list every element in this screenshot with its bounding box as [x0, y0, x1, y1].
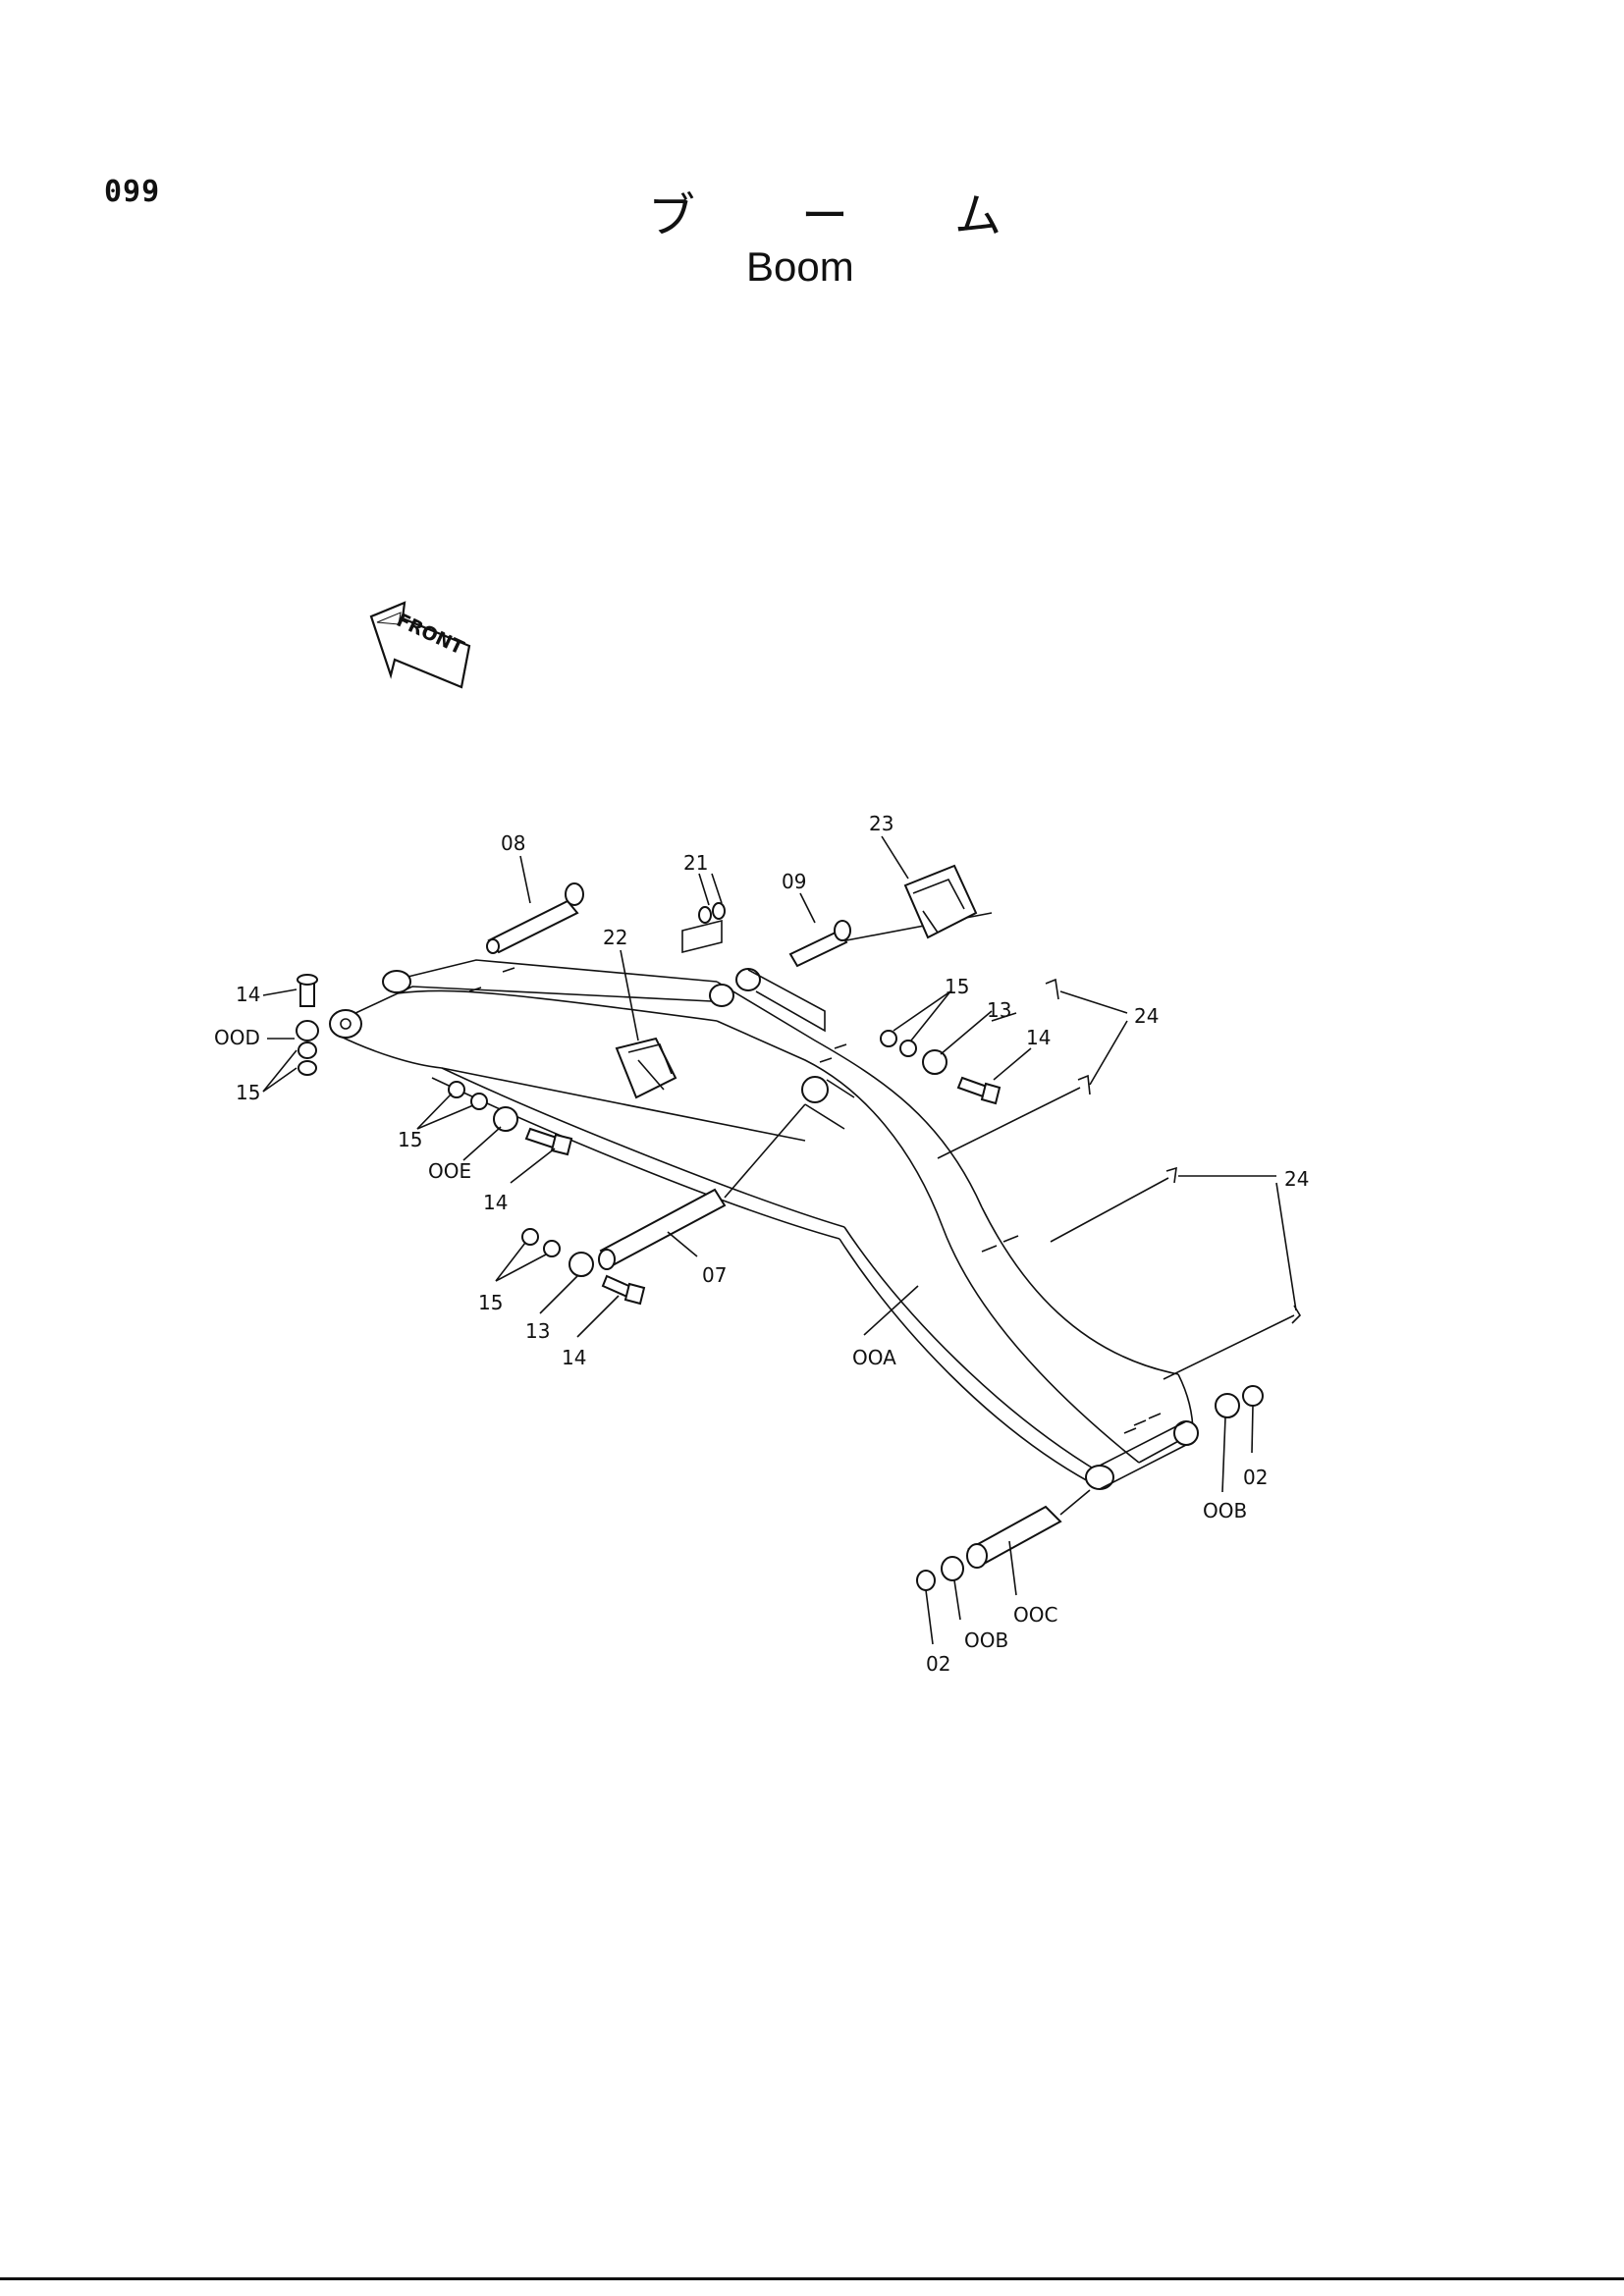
callout-00c: OOC	[1013, 1603, 1057, 1627]
cover-23	[903, 864, 978, 939]
page-title-english: Boom	[746, 243, 854, 290]
callout-labels: 08 21 23 09 22 14 OOD 15 15 13 14 24 15 …	[214, 812, 1309, 1676]
callout-15-right: 15	[945, 975, 969, 998]
callout-21: 21	[683, 851, 708, 875]
callout-13-lower: 13	[525, 1319, 550, 1343]
callout-08: 08	[501, 831, 525, 855]
callout-15-mid: 15	[398, 1128, 422, 1151]
callout-00d: OOD	[214, 1026, 260, 1049]
page-title-japanese: ブ ー ム	[648, 177, 1001, 245]
callout-00e: OOE	[428, 1159, 471, 1183]
callout-09: 09	[782, 870, 806, 893]
callout-23: 23	[869, 812, 893, 835]
shims-21	[681, 902, 726, 954]
bolt-group-right	[880, 1030, 1001, 1105]
front-arrow-icon: FRONT	[369, 601, 471, 689]
callout-02-right: 02	[1243, 1466, 1268, 1489]
foot-pin-parts	[916, 1385, 1264, 1591]
callout-02-lower: 02	[926, 1652, 950, 1676]
cover-22	[615, 1037, 677, 1099]
callout-24-top: 24	[1134, 1004, 1159, 1028]
leader-lines	[262, 835, 1297, 1645]
pin-08	[486, 882, 584, 954]
pin-09	[788, 912, 993, 968]
callout-07: 07	[702, 1263, 727, 1287]
callout-00a: OOA	[852, 1346, 896, 1369]
boom-structure	[329, 959, 1199, 1490]
bolt-group-lower	[521, 1228, 646, 1306]
callout-22: 22	[603, 926, 627, 949]
callout-15-left: 15	[236, 1081, 260, 1104]
page-number: 099	[104, 175, 161, 209]
clips-24	[937, 978, 1302, 1380]
callout-14-left: 14	[236, 983, 260, 1006]
callout-24-right: 24	[1284, 1167, 1309, 1191]
callout-14-right: 14	[1026, 1026, 1051, 1049]
title-jp-char-3: ム	[953, 188, 1001, 243]
bottom-rule	[0, 2277, 1624, 2280]
callout-00b-lower: OOB	[964, 1629, 1008, 1652]
bolt-group-00e	[448, 1081, 573, 1156]
bolt-group-left	[296, 974, 319, 1076]
callout-15-lower: 15	[478, 1291, 503, 1314]
title-jp-char-1: ブ	[648, 188, 696, 243]
title-jp-char-2: ー	[800, 188, 848, 243]
pin-07	[598, 1103, 806, 1270]
callout-13-right: 13	[987, 998, 1011, 1022]
callout-00b-right: OOB	[1203, 1499, 1247, 1522]
callout-14-lower: 14	[562, 1346, 586, 1369]
callout-14-mid: 14	[483, 1191, 508, 1214]
